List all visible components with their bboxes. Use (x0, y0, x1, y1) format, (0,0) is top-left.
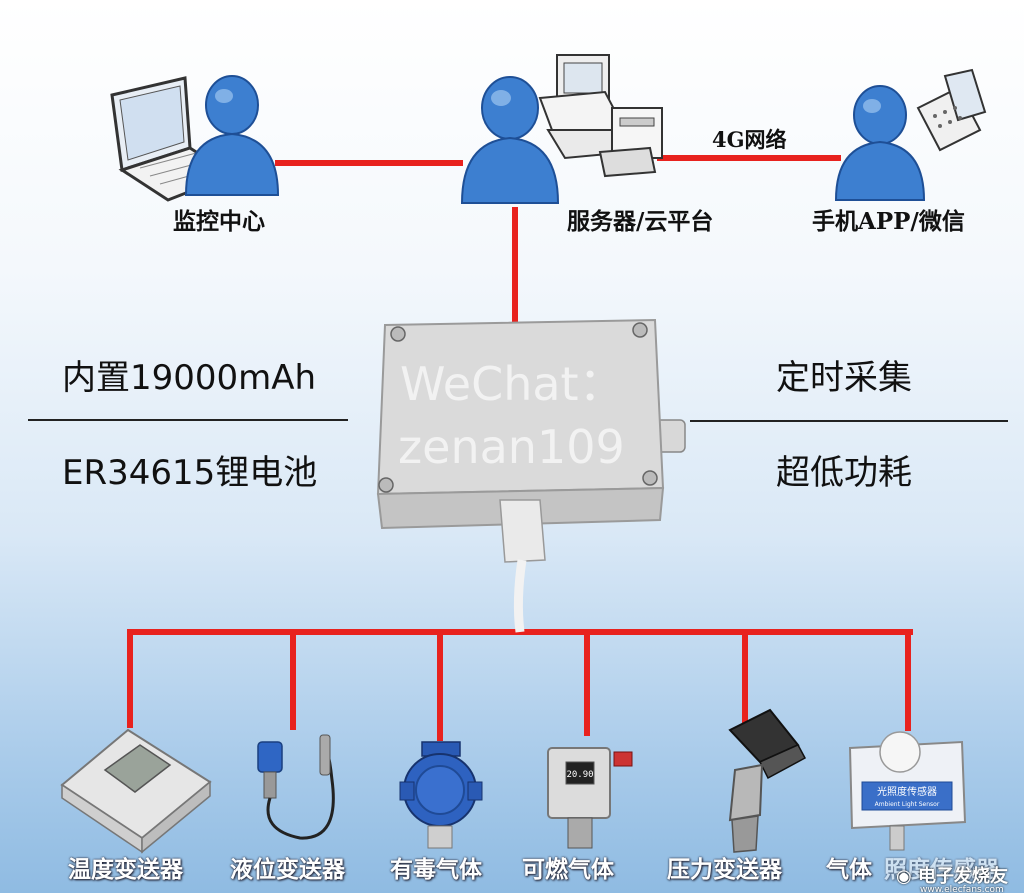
sensor-label-2: 液位变送器 (230, 856, 345, 883)
timed-collection-text: 定时采集 (776, 358, 912, 398)
light-sensor-cn-label: 光照度传感器 (877, 785, 937, 798)
node-label-mobile: 手机APP/微信 (812, 208, 965, 235)
light-sensor-icon: 光照度传感器 Ambient Light Sensor (848, 731, 967, 851)
watermark-line-2: zenan109 (398, 420, 625, 474)
sensor-label-4: 可燃气体 (522, 856, 614, 883)
link-label-4g: 4G网络 (712, 127, 787, 152)
sensor-label-6: 气体 (826, 856, 872, 883)
light-sensor-en-label: Ambient Light Sensor (875, 801, 940, 808)
pressure-transmitter-icon (728, 708, 807, 853)
sensor-label-3: 有毒气体 (390, 856, 482, 883)
site-logo: ◉ 电子发烧友 www.elecfans.com (896, 862, 1008, 893)
level-transmitter-icon (257, 734, 335, 840)
temperature-transmitter-icon (60, 728, 212, 854)
sensor-label-7: 照度传感器 (884, 856, 999, 883)
battery-capacity-text: 内置19000mAh (62, 358, 317, 398)
low-power-text: 超低功耗 (776, 453, 912, 493)
collector-box-icon (376, 318, 686, 633)
logo-name: 电子发烧友 (918, 866, 1008, 887)
gas-reading-text: 20.90 (566, 770, 593, 780)
mobile-phone-icon (916, 68, 987, 152)
person-server-icon (460, 76, 560, 204)
person-mobile-icon (834, 85, 926, 201)
node-label-server: 服务器/云平台 (567, 208, 714, 235)
battery-model-text: ER34615锂电池 (62, 453, 318, 493)
node-label-monitor: 监控中心 (173, 208, 265, 235)
sensor-label-5: 压力变送器 (667, 856, 782, 883)
sensor-label-1: 温度变送器 (68, 856, 183, 883)
left-divider (28, 419, 348, 421)
toxic-gas-detector-icon (399, 741, 483, 849)
server-equipment-icon (538, 54, 663, 178)
person-monitor-icon (184, 75, 280, 196)
logo-url: www.elecfans.com (920, 885, 1004, 893)
logo-icon: ◉ (896, 866, 912, 887)
combustible-gas-detector-icon: 20.90 (547, 747, 633, 849)
right-divider (690, 420, 1008, 422)
watermark-line-1: WeChat： (400, 357, 625, 411)
laptop-icon (110, 76, 236, 202)
